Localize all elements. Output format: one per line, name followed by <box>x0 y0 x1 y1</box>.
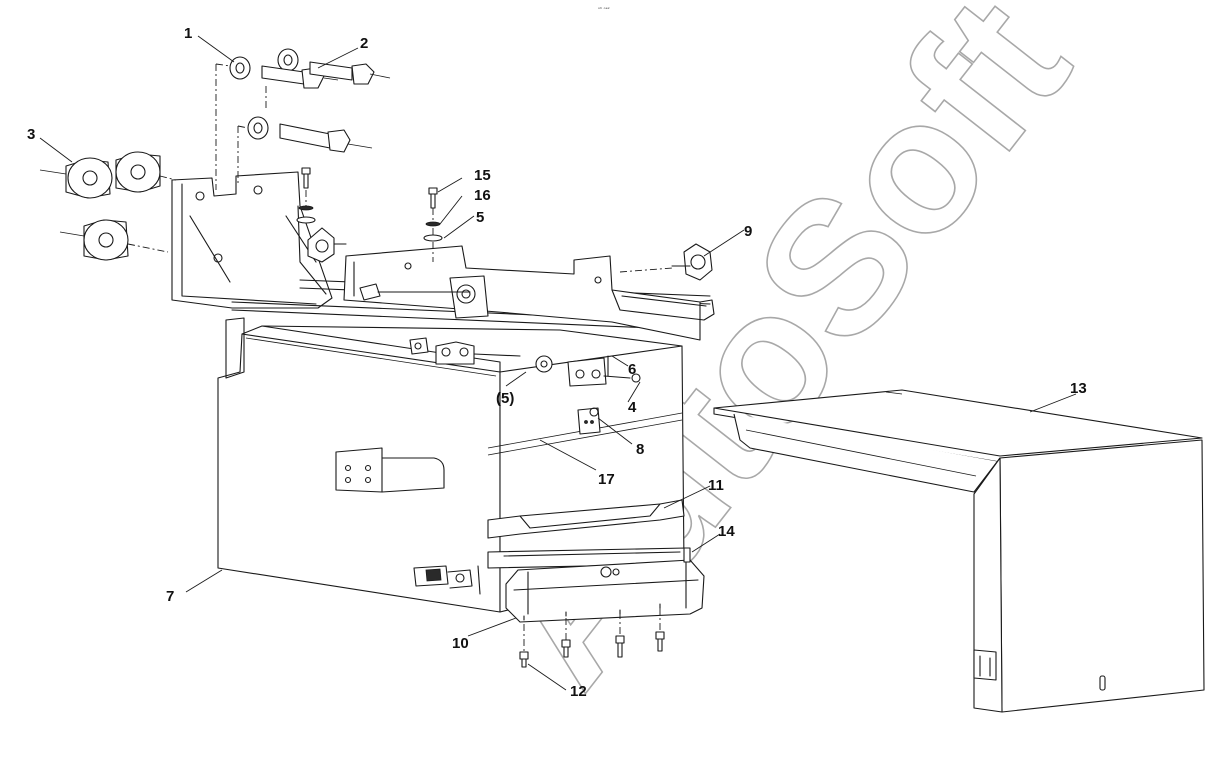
parts-15-16-5-stack <box>296 167 641 383</box>
callout-13: 13 <box>1070 380 1087 397</box>
part-9-knob <box>619 243 713 281</box>
callout-16: 16 <box>474 187 491 204</box>
upper-frame-assembly <box>171 171 715 435</box>
part-3-bushings <box>39 151 177 261</box>
part-10-lower-tray <box>505 559 705 623</box>
callout-6: 6 <box>628 361 636 378</box>
part-7-battery-box <box>217 317 685 613</box>
header-mark: ᵒʰ ᵒᵉᶻ <box>598 7 610 13</box>
callout-7: 7 <box>166 588 174 605</box>
callout-8: 8 <box>636 441 644 458</box>
callout-labels: 1 2 3 4 5 (5) 6 7 8 9 10 11 12 13 14 15 … <box>27 25 1087 700</box>
callout-14: 14 <box>718 523 735 540</box>
callout-3: 3 <box>27 126 35 143</box>
callout-15: 15 <box>474 167 491 184</box>
callout-9: 9 <box>744 223 752 240</box>
callout-5: 5 <box>476 209 484 226</box>
callout-1: 1 <box>184 25 192 42</box>
callout-2: 2 <box>360 35 368 52</box>
callout-17: 17 <box>598 471 615 488</box>
part-13-cover <box>713 389 1205 713</box>
part-12-bolts <box>519 608 665 668</box>
callout-10: 10 <box>452 635 469 652</box>
callout-12: 12 <box>570 683 587 700</box>
callout-5b: (5) <box>496 390 514 407</box>
callout-11: 11 <box>708 477 724 494</box>
callout-leaders <box>39 35 1077 691</box>
callout-4: 4 <box>628 399 637 416</box>
part-14-pin <box>683 547 691 563</box>
